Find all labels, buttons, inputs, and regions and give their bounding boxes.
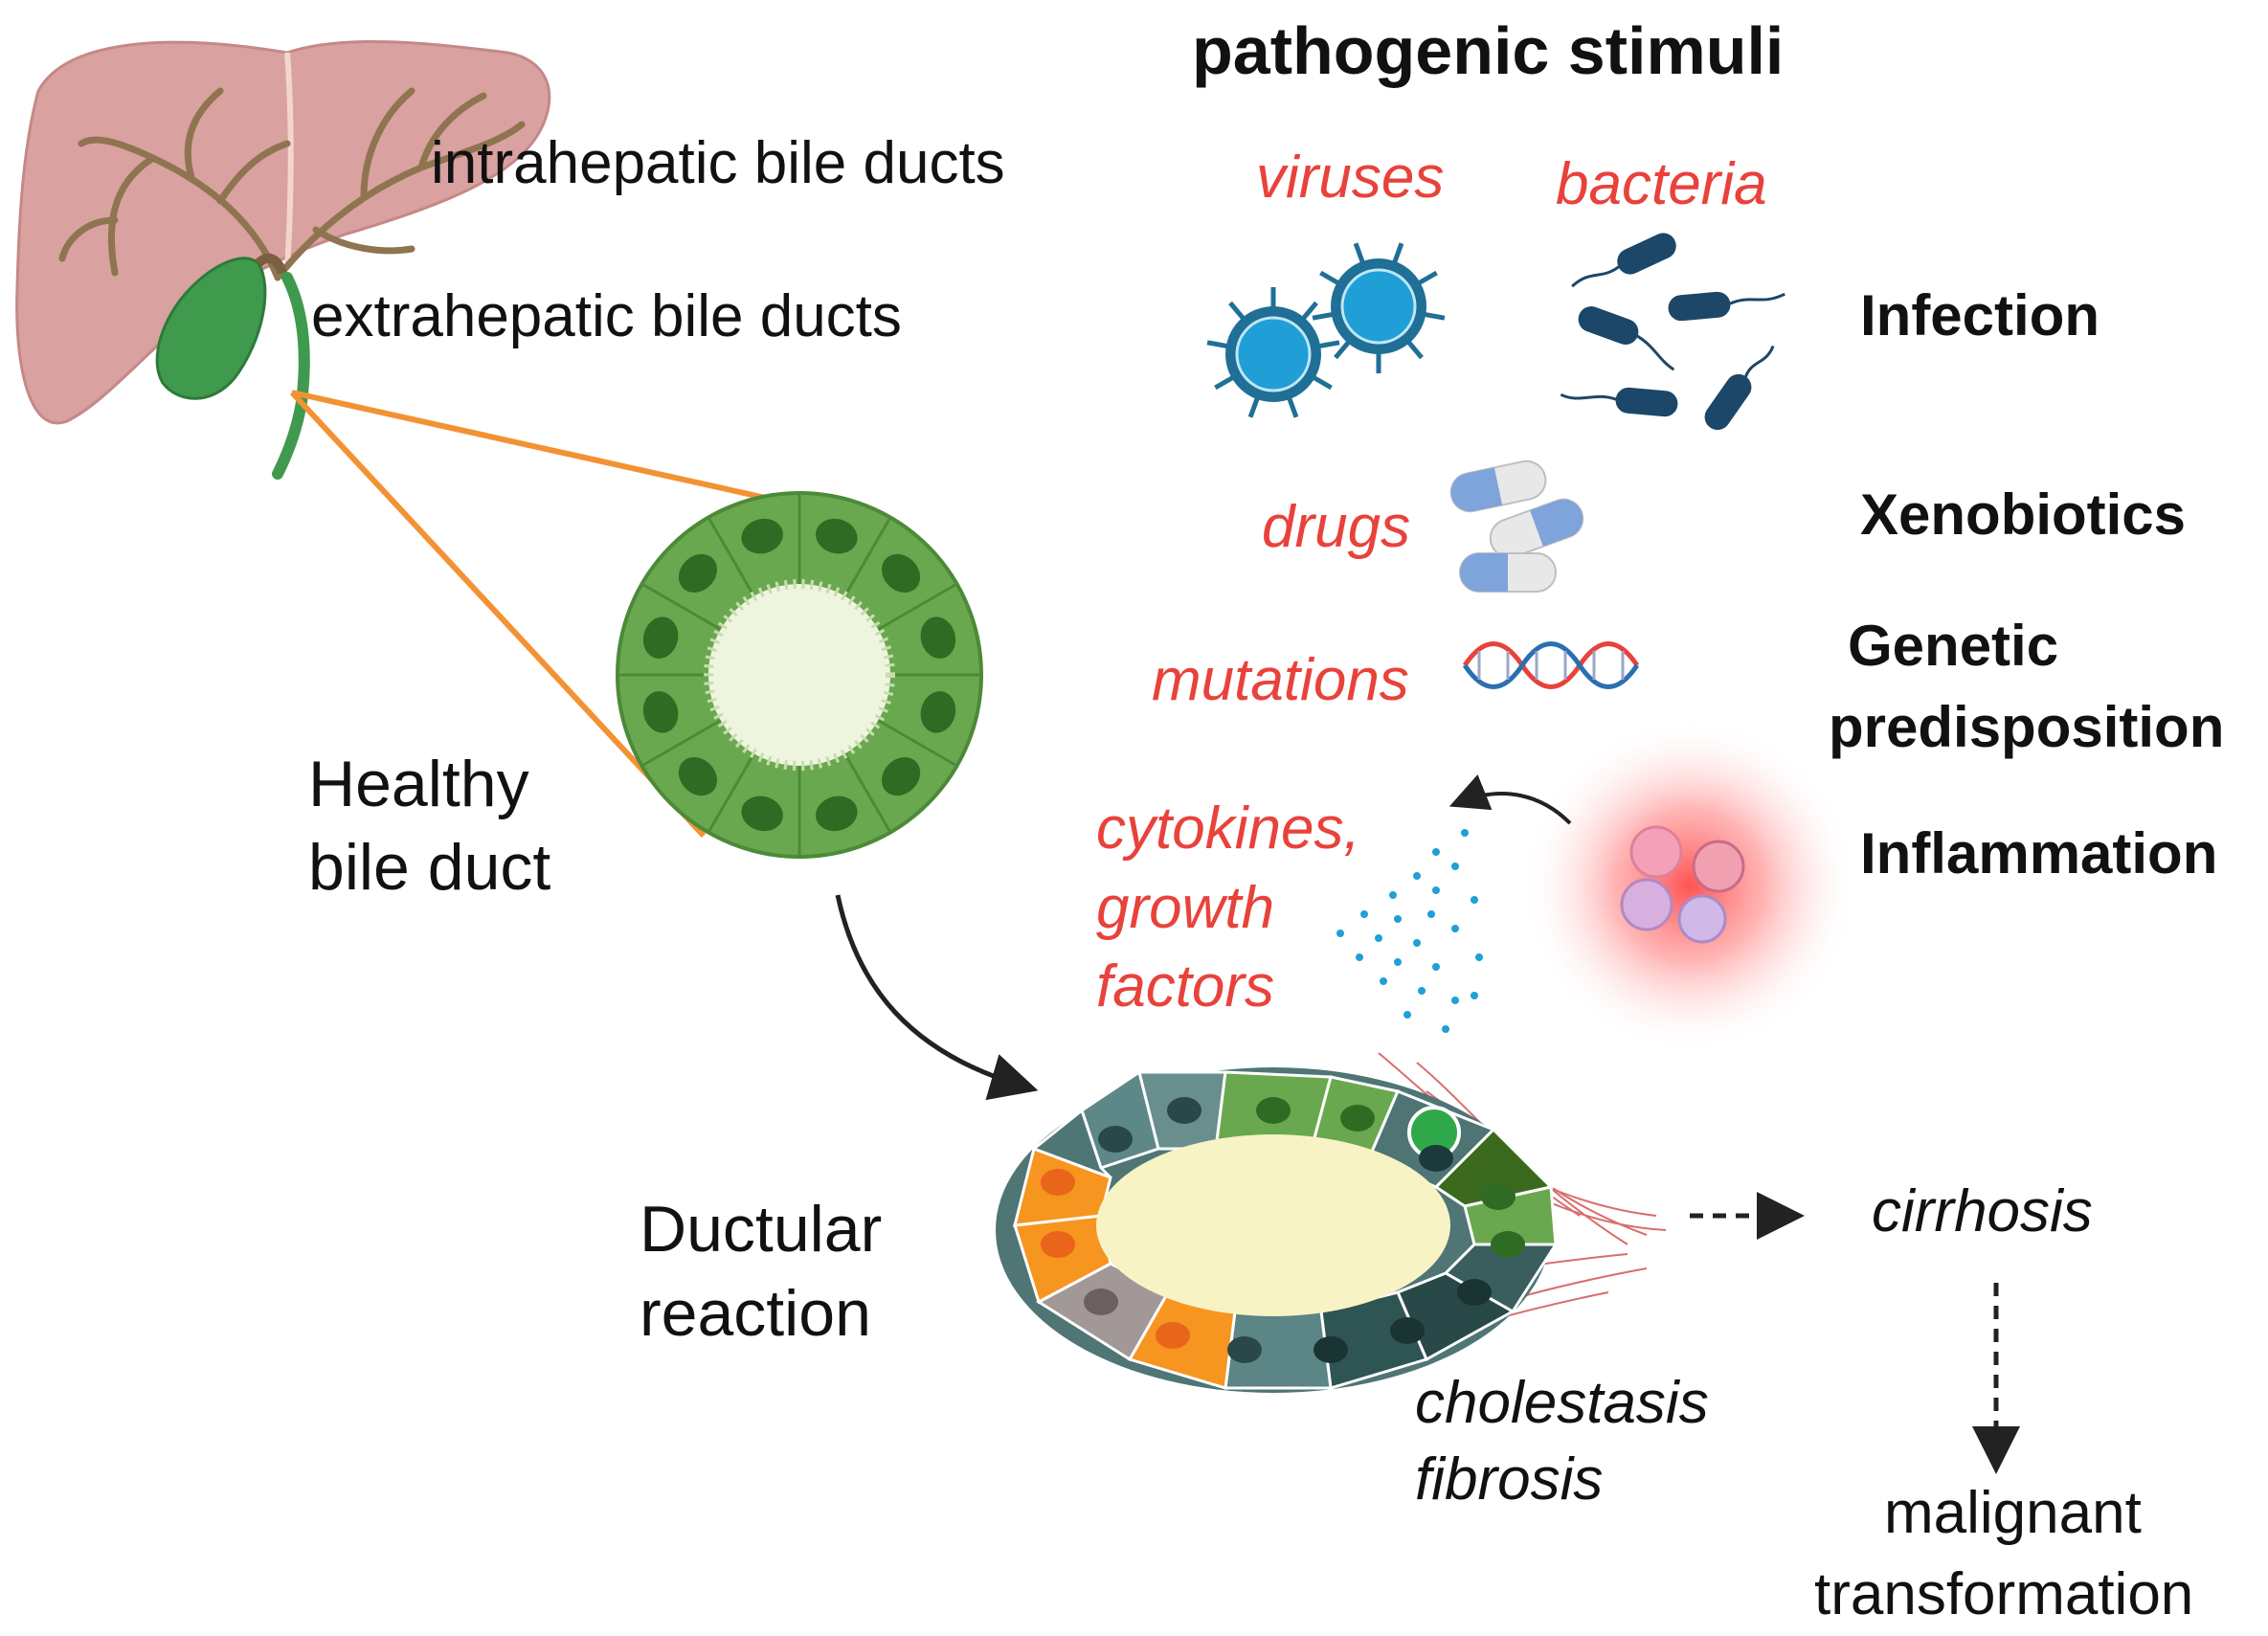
category-genetic-line2: predisposition	[1829, 695, 2225, 759]
healthy-label-line2: bile duct	[308, 831, 551, 904]
intrahepatic-duct-tree	[58, 87, 526, 281]
category-inflammation: Inflammation	[1860, 821, 2218, 885]
drugs-label: drugs	[1262, 494, 1411, 560]
cytokines-label-line3: factors	[1096, 953, 1275, 1020]
extrahepatic-duct	[272, 272, 310, 480]
ductular-label-line1: Ductular	[640, 1193, 883, 1266]
category-xenobiotics: Xenobiotics	[1860, 482, 2187, 547]
ductular-label-line2: reaction	[640, 1277, 871, 1350]
extrahepatic-label: extrahepatic bile ducts	[311, 283, 902, 349]
cytokines-label-line1: cytokines,	[1096, 796, 1360, 862]
viruses-label: viruses	[1256, 145, 1445, 211]
virus-illustration	[1206, 242, 1446, 418]
ductular-reaction-illustration	[996, 1052, 1667, 1393]
healthy-label-line1: Healthy	[308, 748, 529, 820]
cytokine-release-arrow	[1448, 774, 1572, 825]
zoom-line-bottom	[289, 390, 707, 839]
liver-illustration	[15, 39, 551, 480]
cytokines-label-line2: growth	[1096, 875, 1275, 941]
intrahepatic-label: intrahepatic bile ducts	[431, 130, 1005, 196]
category-infection: Infection	[1860, 283, 2100, 347]
cystic-duct	[255, 253, 287, 275]
gallbladder	[155, 257, 267, 400]
cholestasis-label: cholestasis	[1415, 1370, 1709, 1436]
cirrhosis-label: cirrhosis	[1872, 1178, 2093, 1244]
malignant-label-line2: transformation	[1814, 1561, 2194, 1627]
inflammation-illustration	[1522, 718, 1857, 1053]
liver-shape	[15, 39, 551, 425]
malignant-label-line1: malignant	[1884, 1480, 2142, 1546]
cytokine-particles	[1336, 829, 1483, 1033]
stimuli-heading: pathogenic stimuli	[1192, 13, 1785, 88]
healthy-bile-duct	[616, 491, 983, 859]
drug-capsules	[1449, 459, 1584, 593]
fibrosis-label: fibrosis	[1415, 1446, 1604, 1513]
falciform-ligament	[284, 52, 294, 269]
category-genetic-line1: Genetic	[1848, 614, 2059, 678]
mutations-label: mutations	[1152, 647, 1409, 713]
dna-helix-icon	[1462, 641, 1640, 689]
progression-arrow-curved	[835, 894, 1039, 1101]
bacteria-label: bacteria	[1556, 151, 1767, 217]
bacteria-illustration	[1560, 233, 1785, 431]
